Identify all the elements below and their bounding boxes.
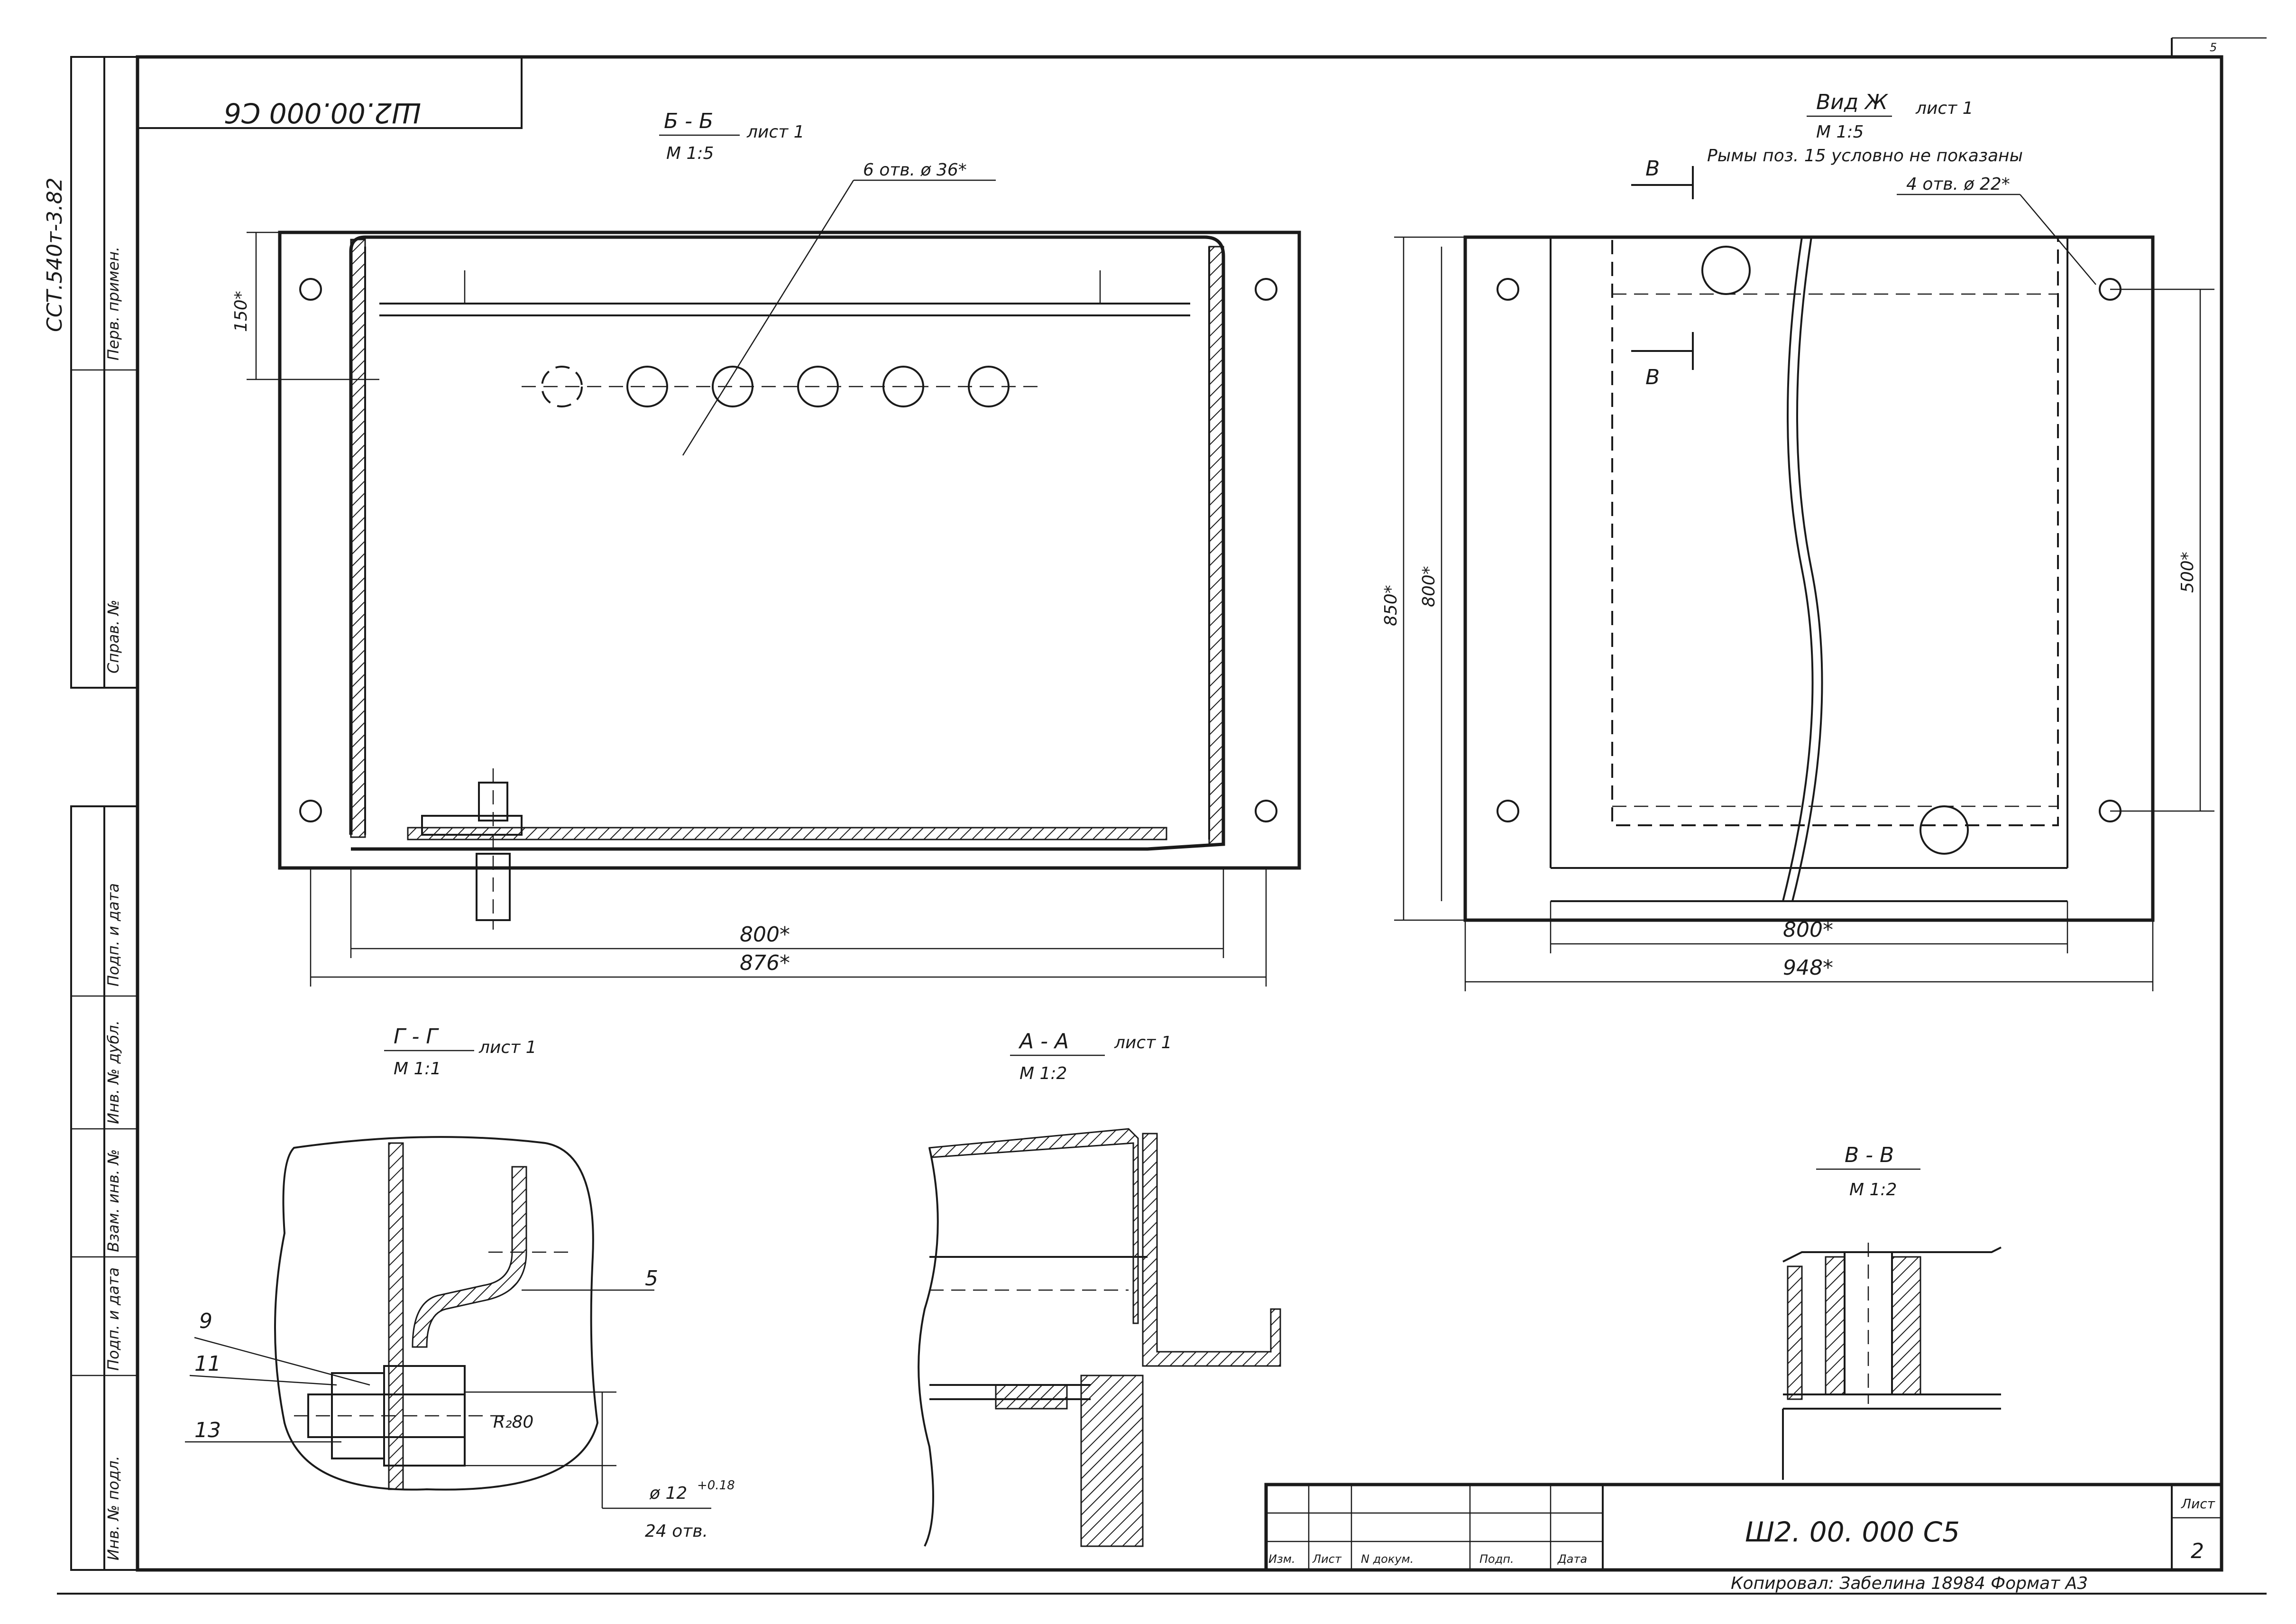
tb-corner: 5 [2210,41,2217,54]
aa-note: лист 1 [1114,1033,1172,1052]
margin-inv-dup: Инв. № дубл. [104,1020,122,1124]
margin-inv-swap: Взам. инв. № [104,1149,122,1252]
view-vv: В - В М 1:2 [1782,1143,2002,1480]
vid-dim-w-inner: 800* [1783,918,1833,942]
tb-col-date: Дата [1557,1552,1587,1566]
bb-holes: 6 отв. ø 36* [863,160,967,180]
bb-scale: М 1:5 [666,144,714,163]
margin-sign-date-1: Подп. и дата [104,883,122,987]
side-code: ССТ.540т-3.82 [43,177,67,332]
vid-cut-letter-bottom: В [1645,365,1660,389]
top-stamp: Ш2.00.000 С6 [137,56,523,129]
title-block: Изм. Лист N докум. Подп. Дата Ш2. 00. 00… [1264,41,2223,1593]
tb-col-izm: Изм. [1268,1552,1295,1566]
tb-sheet-no: 2 [2191,1539,2204,1563]
bb-dim-h: 150* [231,291,251,332]
vid-dim-w-outer: 948* [1783,956,1833,980]
gg-tol: +0.18 [697,1478,735,1493]
margin-inv-orig: Инв. № подл. [104,1456,122,1560]
vid-title: Вид Ж [1816,90,1888,114]
tb-col-list: Лист [1312,1552,1342,1566]
vid-dim-h2: 800* [1419,566,1439,607]
tb-col-doc: N докум. [1361,1552,1414,1566]
vv-scale: М 1:2 [1849,1180,1897,1200]
gg-title: Г - Г [394,1024,439,1049]
bb-dim-w-inner: 800* [740,923,790,947]
bb-dim-w-outer: 876* [740,951,790,975]
vid-scale: М 1:5 [1816,122,1864,142]
gg-scale: М 1:1 [394,1059,441,1079]
margin-first-use: Перв. примен. [104,247,122,360]
view-gg: Г - Г М 1:1 лист 1 5 9 11 13 R₂80 ø 12 +… [185,1024,735,1541]
margin-sign-date-2: Подп. и дата [104,1267,122,1371]
gg-pos9: 9 [199,1309,212,1333]
gg-pos11: 11 [194,1352,221,1376]
stamp-top-text: Ш2.00.000 С6 [224,97,421,129]
aa-title: А - А [1018,1029,1069,1053]
vid-note2: Рымы поз. 15 условно не показаны [1707,146,2023,166]
vid-dim-h1: 850* [1381,585,1401,626]
tb-doc-code: Ш2. 00. 000 С5 [1745,1516,1960,1548]
bb-note: лист 1 [746,122,805,142]
aa-scale: М 1:2 [1019,1064,1067,1083]
view-bb: Б - Б М 1:5 лист 1 6 отв. ø 36* [231,109,1301,987]
tb-copied: Копировал: Забелина 18984 Формат А3 [1731,1574,2088,1593]
vid-note: лист 1 [1915,99,1974,118]
vid-holes: 4 отв. ø 22* [1906,175,2010,194]
bb-title: Б - Б [664,109,713,133]
gg-dia: ø 12 [649,1484,687,1503]
vid-cut-letter-top: В [1645,157,1660,181]
gg-holes: 24 отв. [645,1522,708,1541]
vv-title: В - В [1845,1143,1894,1167]
gg-pos5: 5 [645,1266,658,1291]
gg-rough: R₂80 [493,1412,533,1432]
margin-ref-no: Справ. № [104,600,122,674]
vid-dim-h3: 500* [2178,552,2197,593]
gg-note: лист 1 [478,1038,537,1057]
tb-col-sign: Подп. [1479,1552,1514,1566]
view-vid: Вид Ж лист 1 М 1:5 Рымы поз. 15 условно … [1381,90,2214,991]
view-aa: А - А лист 1 М 1:2 [918,1029,1281,1547]
tb-sheet-label: Лист [2181,1496,2215,1512]
left-margin: Перв. примен. Справ. № Подп. и дата Инв.… [43,56,138,1571]
gg-pos13: 13 [194,1418,221,1442]
